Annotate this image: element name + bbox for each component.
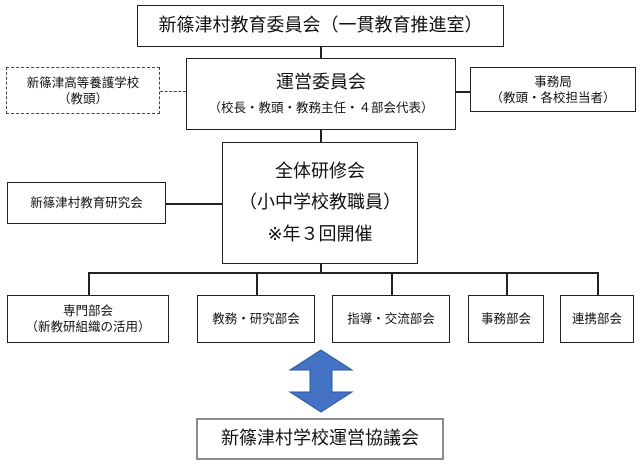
department-name: 指導・交流部会 (347, 311, 435, 327)
connector-dashed-school (160, 91, 186, 92)
general-training-participants: （小中学校教職員） (239, 192, 401, 214)
board-of-education-title: 新篠津村教育委員会（一貫教育推進室） (158, 14, 483, 36)
steering-committee-members: （校長・教頭・教務主任・４部会代表） (208, 100, 434, 116)
department-box-specialist: 専門部会 （新教研組織の活用） (7, 295, 169, 343)
general-training-note: ※年３回開催 (267, 223, 373, 245)
special-school-name: 新篠津高等養護学校 (26, 74, 140, 90)
school-council-box: 新篠津村学校運営協議会 (196, 418, 444, 460)
steering-committee-box: 運営委員会 （校長・教頭・教務主任・４部会代表） (186, 58, 456, 130)
general-training-title: 全体研修会 (275, 160, 365, 182)
connector-dept-5 (597, 272, 599, 295)
board-of-education-box: 新篠津村教育委員会（一貫教育推進室） (137, 5, 504, 47)
connector-dept-1 (88, 272, 90, 295)
connector-dept-3 (391, 272, 393, 295)
connector-horizontal-bus (88, 272, 598, 274)
secretariat-members: （教頭・各校担当者） (490, 89, 616, 105)
special-school-box: 新篠津高等養護学校 （教頭） (6, 67, 160, 114)
connector-top-to-steering (320, 47, 322, 58)
connector-training-down (320, 264, 322, 273)
special-school-role: （教頭） (57, 90, 108, 106)
department-box-guidance: 指導・交流部会 (332, 295, 450, 343)
department-box-admin: 事務部会 (468, 295, 544, 343)
connector-office (456, 91, 470, 93)
connector-steering-to-training (320, 130, 322, 142)
department-name: 事務部会 (480, 311, 531, 327)
connector-research (166, 203, 222, 205)
double-arrow-icon (288, 349, 354, 413)
secretariat-title: 事務局 (534, 73, 572, 89)
general-training-box: 全体研修会 （小中学校教職員） ※年３回開催 (222, 142, 418, 264)
secretariat-box: 事務局 （教頭・各校担当者） (470, 67, 636, 112)
connector-dept-4 (506, 272, 508, 295)
school-council-label: 新篠津村学校運営協議会 (221, 427, 419, 449)
connector-dept-2 (256, 272, 258, 295)
department-box-academic: 教務・研究部会 (197, 295, 315, 343)
steering-committee-title: 運営委員会 (276, 71, 366, 93)
department-name: 連携部会 (571, 311, 622, 327)
department-box-liaison: 連携部会 (560, 295, 634, 343)
department-name: 教務・研究部会 (212, 311, 300, 327)
department-name: 専門部会 (62, 303, 113, 319)
double-arrow-shape (288, 349, 354, 413)
research-society-label: 新篠津村教育研究会 (30, 195, 143, 211)
research-society-box: 新篠津村教育研究会 (7, 182, 166, 224)
department-note: （新教研組織の活用） (25, 319, 151, 334)
